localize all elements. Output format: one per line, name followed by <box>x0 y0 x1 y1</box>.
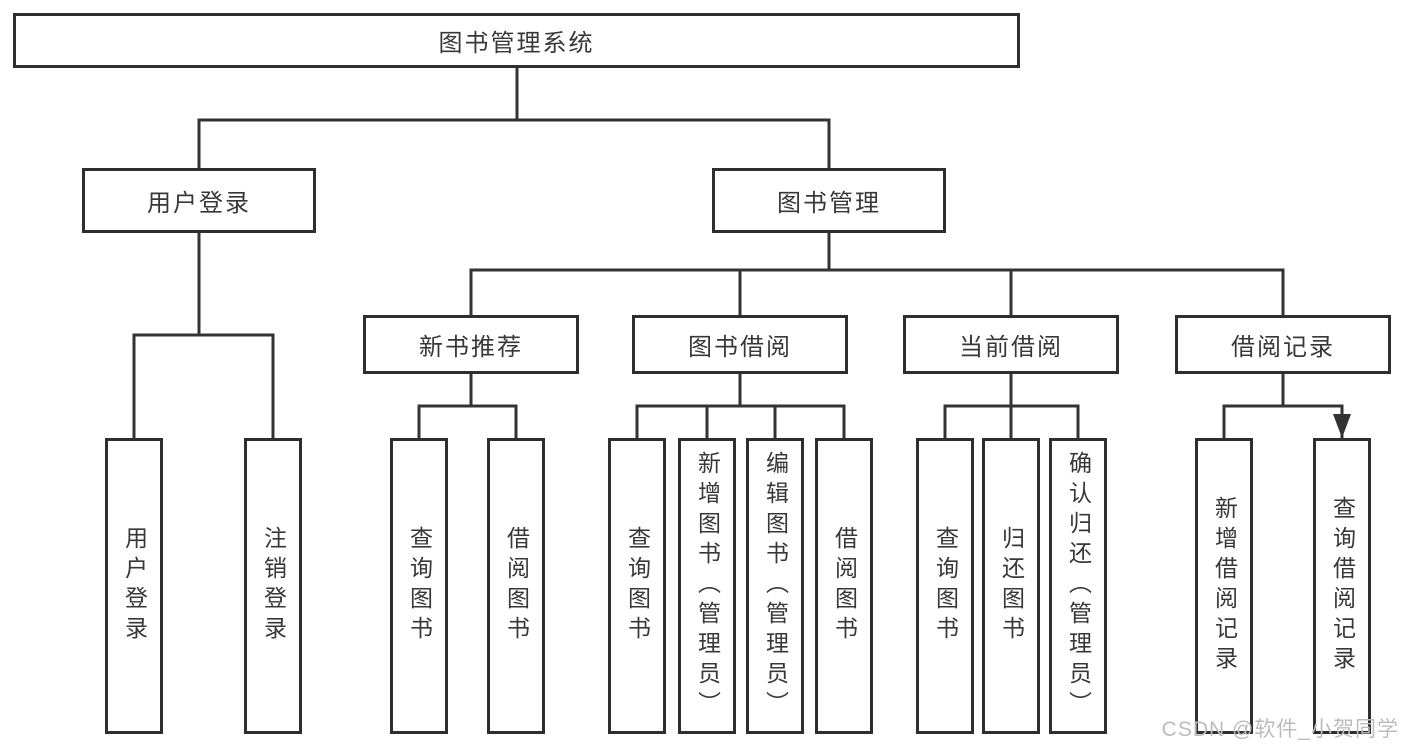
leaf-record-query: 查询借阅记录 <box>1313 438 1371 734</box>
leaf-user-login: 用户登录 <box>105 438 163 734</box>
node-current-borrowing-label: 当前借阅 <box>959 334 1063 361</box>
node-root-label: 图书管理系统 <box>438 30 595 57</box>
leaf-recommend-borrow-book-label: 借阅图书 <box>503 526 530 646</box>
leaf-borrowing-add-book-label: 新增图书（管理员） <box>694 451 721 721</box>
leaf-borrowing-borrow-book: 借阅图书 <box>815 438 873 734</box>
leaf-recommend-borrow-book: 借阅图书 <box>487 438 545 734</box>
node-book-borrowing: 图书借阅 <box>632 315 848 374</box>
leaf-current-confirm-return: 确认归还（管理员） <box>1049 438 1107 734</box>
leaf-record-add-label: 新增借阅记录 <box>1211 496 1238 676</box>
node-root: 图书管理系统 <box>13 13 1020 68</box>
node-new-book-recommend: 新书推荐 <box>363 315 579 374</box>
connector-arrow-drops <box>132 120 1342 438</box>
node-book-borrowing-label: 图书借阅 <box>688 334 792 361</box>
node-new-book-recommend-label: 新书推荐 <box>419 334 523 361</box>
leaf-borrowing-query-book: 查询图书 <box>608 438 666 734</box>
leaf-current-return-book-label: 归还图书 <box>998 526 1025 646</box>
leaf-record-query-label: 查询借阅记录 <box>1329 496 1356 676</box>
node-borrowing-records-label: 借阅记录 <box>1231 334 1335 361</box>
leaf-user-login-label: 用户登录 <box>121 526 148 646</box>
node-book-management: 图书管理 <box>712 168 946 233</box>
watermark: CSDN @软件_小贺同学 <box>1161 718 1399 741</box>
leaf-record-add: 新增借阅记录 <box>1195 438 1253 734</box>
node-user-login-label: 用户登录 <box>147 190 251 217</box>
leaf-borrowing-query-book-label: 查询图书 <box>624 526 651 646</box>
node-borrowing-records: 借阅记录 <box>1175 315 1391 374</box>
leaf-current-query-book: 查询图书 <box>916 438 974 734</box>
node-current-borrowing: 当前借阅 <box>903 315 1119 374</box>
leaf-recommend-query-book: 查询图书 <box>390 438 448 734</box>
leaf-logout: 注销登录 <box>244 438 302 734</box>
leaf-current-confirm-return-label: 确认归还（管理员） <box>1065 451 1092 721</box>
leaf-recommend-query-book-label: 查询图书 <box>406 526 433 646</box>
leaf-logout-label: 注销登录 <box>260 526 287 646</box>
leaf-borrowing-add-book: 新增图书（管理员） <box>678 438 736 734</box>
leaf-borrowing-edit-book-label: 编辑图书（管理员） <box>762 451 789 721</box>
leaf-borrowing-edit-book: 编辑图书（管理员） <box>746 438 804 734</box>
connector-trunks-and-branches <box>132 66 1344 408</box>
node-user-login: 用户登录 <box>82 168 316 233</box>
node-book-management-label: 图书管理 <box>777 190 881 217</box>
leaf-borrowing-borrow-book-label: 借阅图书 <box>831 526 858 646</box>
leaf-current-return-book: 归还图书 <box>982 438 1040 734</box>
leaf-current-query-book-label: 查询图书 <box>932 526 959 646</box>
